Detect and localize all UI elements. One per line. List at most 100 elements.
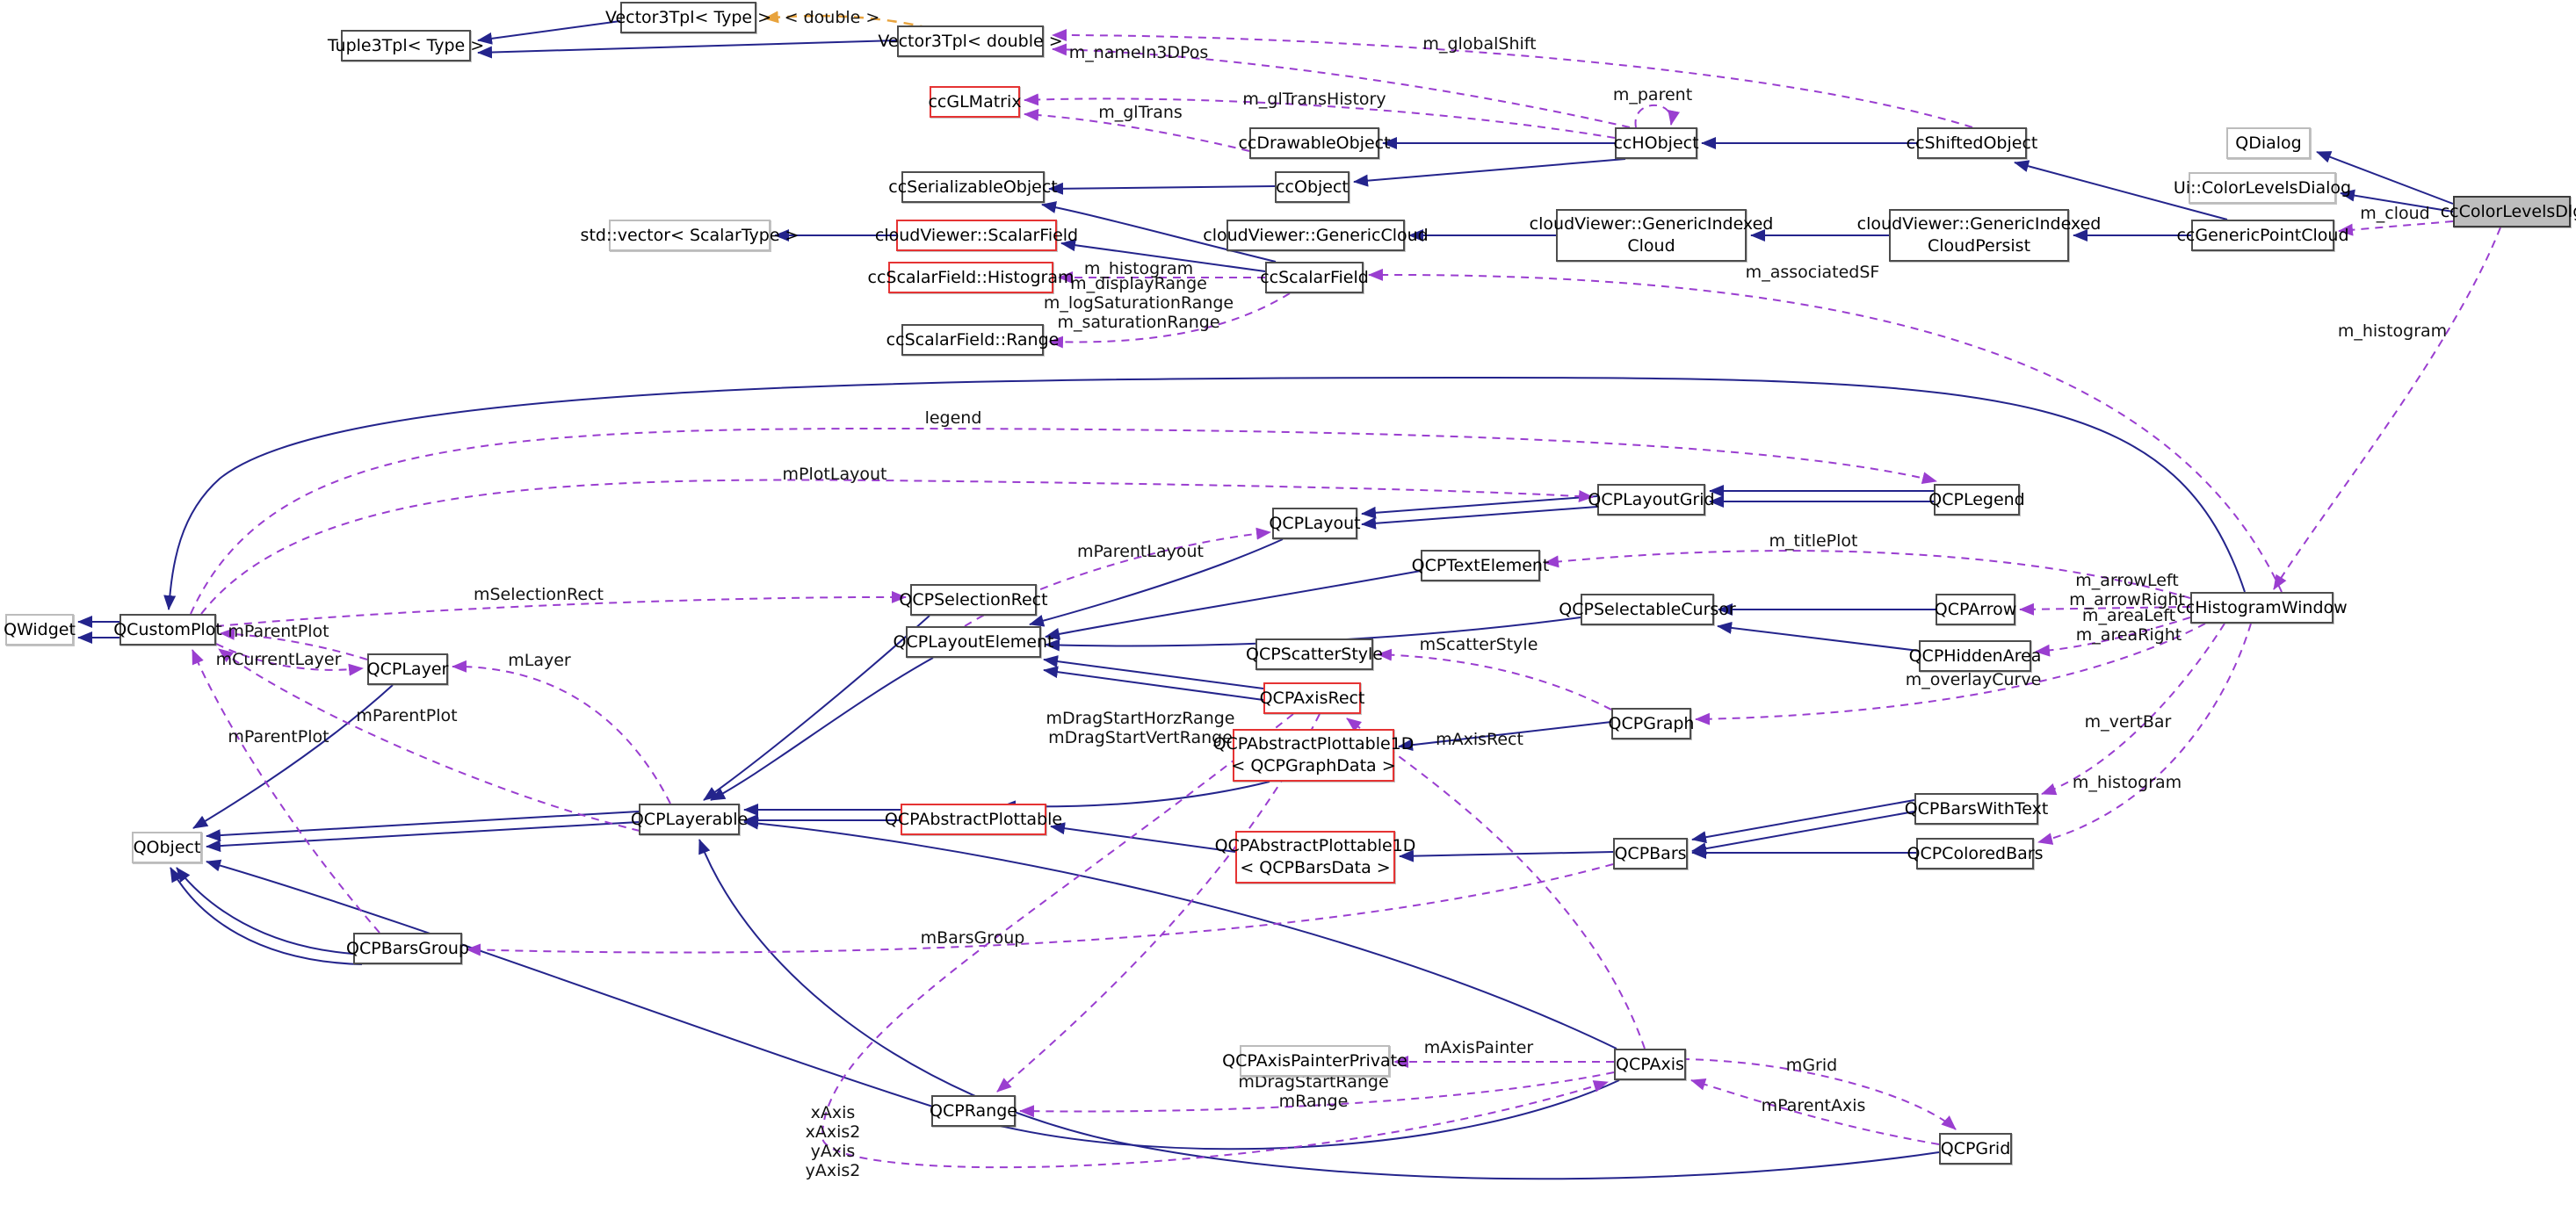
node-label: QCPLayoutGrid [1588,489,1715,509]
node-ccshiftedobject[interactable]: ccShiftedObject [1907,127,2037,159]
node-cchobject[interactable]: ccHObject [1613,127,1699,159]
inheritance-edge [206,811,640,842]
node-stdvector-scalartype[interactable]: std::vector< ScalarType > [581,220,799,251]
inheritance-edge [1361,506,1598,530]
node-qcpaxisrect[interactable]: QCPAxisRect [1260,682,1364,714]
member-edge [821,713,1609,1169]
member-edge [1024,93,1616,139]
node-ccobject[interactable]: ccObject [1275,171,1350,203]
member-edge [1690,1078,1940,1145]
member-edge [2037,623,2252,845]
node-label: QCPHiddenArea [1908,646,2042,666]
inheritance-edge [1399,849,1614,862]
inheritance-edge [477,20,621,45]
node-vector3tpl-double[interactable]: Vector3Tpl< double > [878,25,1063,57]
node-qcpabstractplottable[interactable]: QCPAbstractPlottable [885,804,1062,835]
inheritance-edge [1050,822,1236,853]
node-ui-colorlevelsdialog[interactable]: Ui::ColorLevelsDialog [2174,172,2351,204]
node-qcplayerable[interactable]: QCPLayerable [631,804,748,835]
node-qcpselectionrect[interactable]: QCPSelectionRect [899,584,1048,616]
node-qcpabstractplottable1d-graphdata[interactable]: QCPAbstractPlottable1D< QCPGraphData > [1213,729,1414,782]
inheritance-edge [2014,160,2228,220]
inheritance-edge [1717,621,1920,652]
node-label: ccScalarField::Histogram [867,267,1075,287]
node-qcplayoutgrid[interactable]: QCPLayoutGrid [1588,484,1715,516]
node-label: cloudViewer::GenericIndexed [1529,214,1774,234]
node-qcpselectablecursor[interactable]: QCPSelectableCursor [1559,594,1736,625]
node-label: Tuple3Tpl< Type > [327,35,485,55]
node-ccserializableobject[interactable]: ccSerializableObject [888,171,1058,203]
node-qcprange[interactable]: QCPRange [930,1095,1017,1127]
node-label: QCPLayout [1269,513,1361,533]
node-tuple3tpl[interactable]: Tuple3Tpl< Type > [328,30,484,61]
member-edge [2338,220,2454,236]
node-ccscalarfield[interactable]: ccScalarField [1260,262,1369,293]
node-cloudviewer-genericcloud[interactable]: cloudViewer::GenericCloud [1203,220,1429,251]
node-label: ccDrawableObject [1238,133,1391,153]
node-ccglmatrix[interactable]: ccGLMatrix [928,86,1022,118]
member-edge [1368,268,2283,593]
node-qobject[interactable]: QObject [132,832,202,863]
node-label: CloudPersist [1927,236,2031,256]
node-qcpbars[interactable]: QCPBars [1613,838,1688,869]
member-edge [1634,104,1680,128]
member-edge [1377,648,1612,710]
node-cloudviewer-scalarfield[interactable]: cloudViewer::ScalarField [875,220,1078,251]
node-qcpgrid[interactable]: QCPGrid [1939,1133,2012,1165]
inheritance-edge [206,859,1620,1150]
node-qcplayoutelement[interactable]: QCPLayoutElement [894,626,1053,658]
node-qcplayout[interactable]: QCPLayout [1269,508,1361,539]
node-label: QCPSelectableCursor [1559,599,1736,619]
node-qcustomplot[interactable]: QCustomPlot [113,614,222,646]
inheritance-edge [1691,799,1915,844]
node-cchistogramwindow[interactable]: ccHistogramWindow [2176,592,2348,624]
node-qcpaxispainterprivate[interactable]: QCPAxisPainterPrivate [1222,1045,1407,1077]
node-qwidget[interactable]: QWidget [4,614,76,646]
node-qcpbarswithtext[interactable]: QCPBarsWithText [1905,793,2048,825]
node-ccscalarfield-range[interactable]: ccScalarField::Range [886,324,1059,356]
node-label: QCPAbstractPlottable [884,809,1063,829]
node-label: QCPLayer [366,659,449,679]
inheritance-edge [1060,239,1266,272]
node-qcpbarsgroup[interactable]: QCPBarsGroup [346,933,469,964]
node-qcpaxis[interactable]: QCPAxis [1614,1049,1686,1080]
node-label: ccScalarField [1260,267,1369,287]
node-label: Vector3Tpl< double > [878,31,1063,51]
node-label: QCPAbstractPlottable1D [1212,734,1415,754]
node-vector3tpl-type[interactable]: Vector3Tpl< Type > [605,2,771,33]
node-qcpscatterstyle[interactable]: QCPScatterStyle [1246,638,1383,670]
node-label: QWidget [4,619,76,639]
inheritance-edge [1353,158,1626,187]
node-cccolorlevelsdlg[interactable]: ccColorLevelsDlg [2441,196,2576,227]
node-qcpabstractplottable1d-barsdata[interactable]: QCPAbstractPlottable1D< QCPBarsData > [1215,831,1415,884]
node-label: QCPTextElement [1411,555,1550,575]
node-ccgenericpointcloud[interactable]: ccGenericPointCloud [2176,220,2349,251]
inheritance-edge [477,40,898,59]
node-label: ccHObject [1613,133,1699,153]
node-qcphiddenarea[interactable]: QCPHiddenArea [1909,640,2041,672]
node-label: QCPAxisPainterPrivate [1222,1050,1407,1071]
member-edge [1544,550,2191,599]
inheritance-edge [170,867,363,965]
node-label: QCPGrid [1940,1138,2011,1158]
node-qcplegend[interactable]: QCPLegend [1928,484,2025,516]
node-ccdrawableobject[interactable]: ccDrawableObject [1238,127,1391,159]
node-qdialog[interactable]: QDialog [2226,127,2311,159]
member-edge [452,660,671,804]
node-label: QCPLayerable [630,809,749,829]
node-label: ccGenericPointCloud [2176,225,2349,245]
node-qcpcoloredbars[interactable]: QCPColoredBars [1907,838,2044,869]
node-qcparrow[interactable]: QCPArrow [1935,594,2016,625]
node-label: QCPBarsWithText [1904,798,2049,819]
node-label: QCPAxisRect [1259,688,1365,708]
node-ccscalarfield-histogram[interactable]: ccScalarField::Histogram [868,262,1075,293]
node-qcptextelement[interactable]: QCPTextElement [1412,550,1549,581]
node-qcplayer[interactable]: QCPLayer [367,653,448,685]
member-edge [215,643,364,676]
node-label: QCPLegend [1928,489,2025,509]
member-edge [1019,1071,1615,1118]
node-qcpgraph[interactable]: QCPGraph [1609,708,1694,739]
